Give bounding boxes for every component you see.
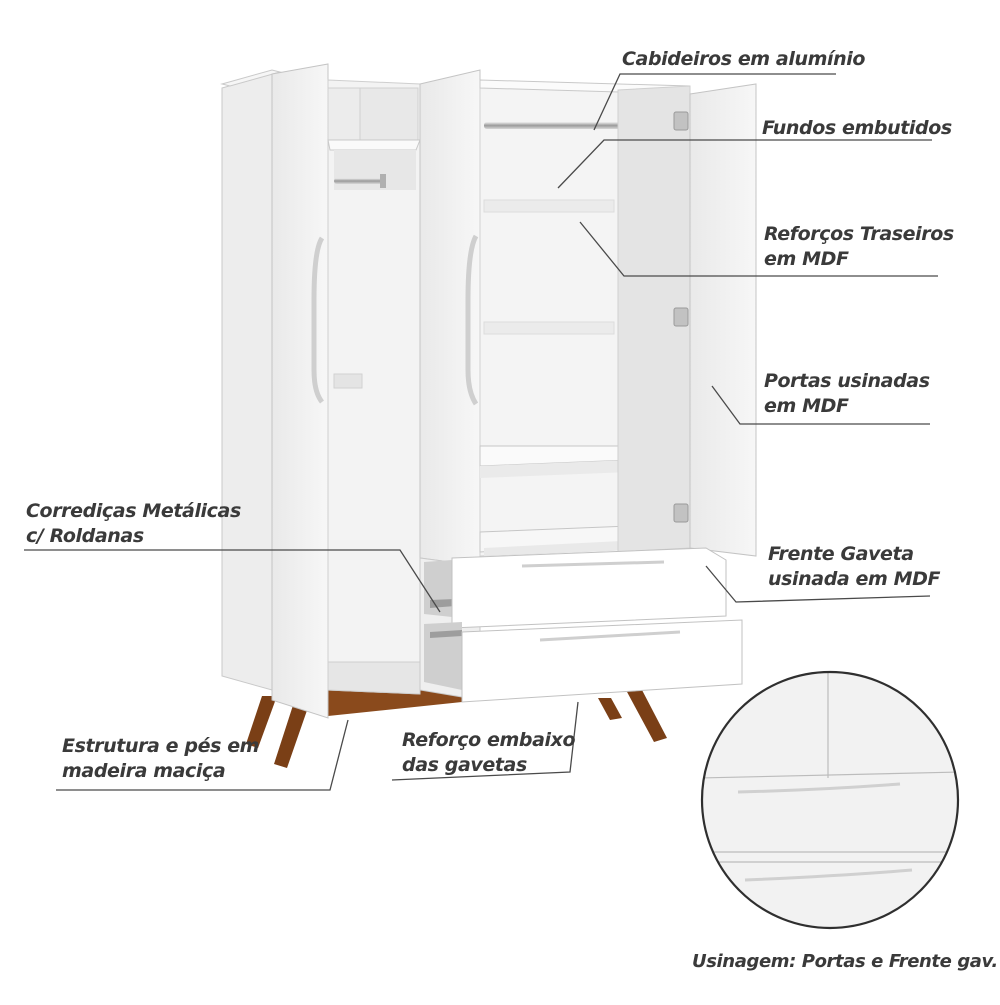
label-reforco-embaixo: Reforço embaixo das gavetas [402,729,576,776]
leader-lines [24,73,938,791]
label-reforcos-traseiros: Reforços Traseiros em MDF [764,223,954,270]
label-fundos: Fundos embutidos [762,117,952,139]
center-door [419,69,481,567]
right-hanging-rail-icon [484,122,648,129]
left-hanging-rail-icon [334,178,386,184]
wooden-legs [246,690,667,768]
label-cabideiros: Cabideiros em alumínio [622,48,865,70]
left-side-panel [221,73,273,691]
upper-drawer [424,547,727,629]
hinge-icon [673,111,689,523]
drawer-handle-icon [521,560,665,568]
leader-estrutura [56,719,349,791]
label-portas-usinadas: Portas usinadas em MDF [764,370,930,417]
leader-reforcos [579,221,938,277]
label-frente-gaveta: Frente Gaveta usinada em MDF [768,543,941,590]
door-handle-icon [311,236,325,404]
detail-caption: Usinagem: Portas e Frente gav. [692,951,998,972]
left-door [271,63,329,719]
leader-cabideiros [593,73,836,131]
leader-frente [705,565,931,603]
lower-drawer [424,619,743,703]
wooden-base-rail [328,690,462,716]
label-corredicas: Corrediças Metálicas c/ Roldanas [26,500,241,547]
center-door-handle-icon [465,234,479,406]
leader-reforco-embaixo [391,701,579,781]
label-estrutura: Estrutura e pés em madeira maciça [62,735,260,782]
right-door [689,83,757,557]
leader-portas [711,385,930,425]
detail-magnifier [700,670,960,930]
right-compartment-back [479,83,619,557]
leader-fundos [557,139,932,189]
leader-corredicas [24,549,441,613]
